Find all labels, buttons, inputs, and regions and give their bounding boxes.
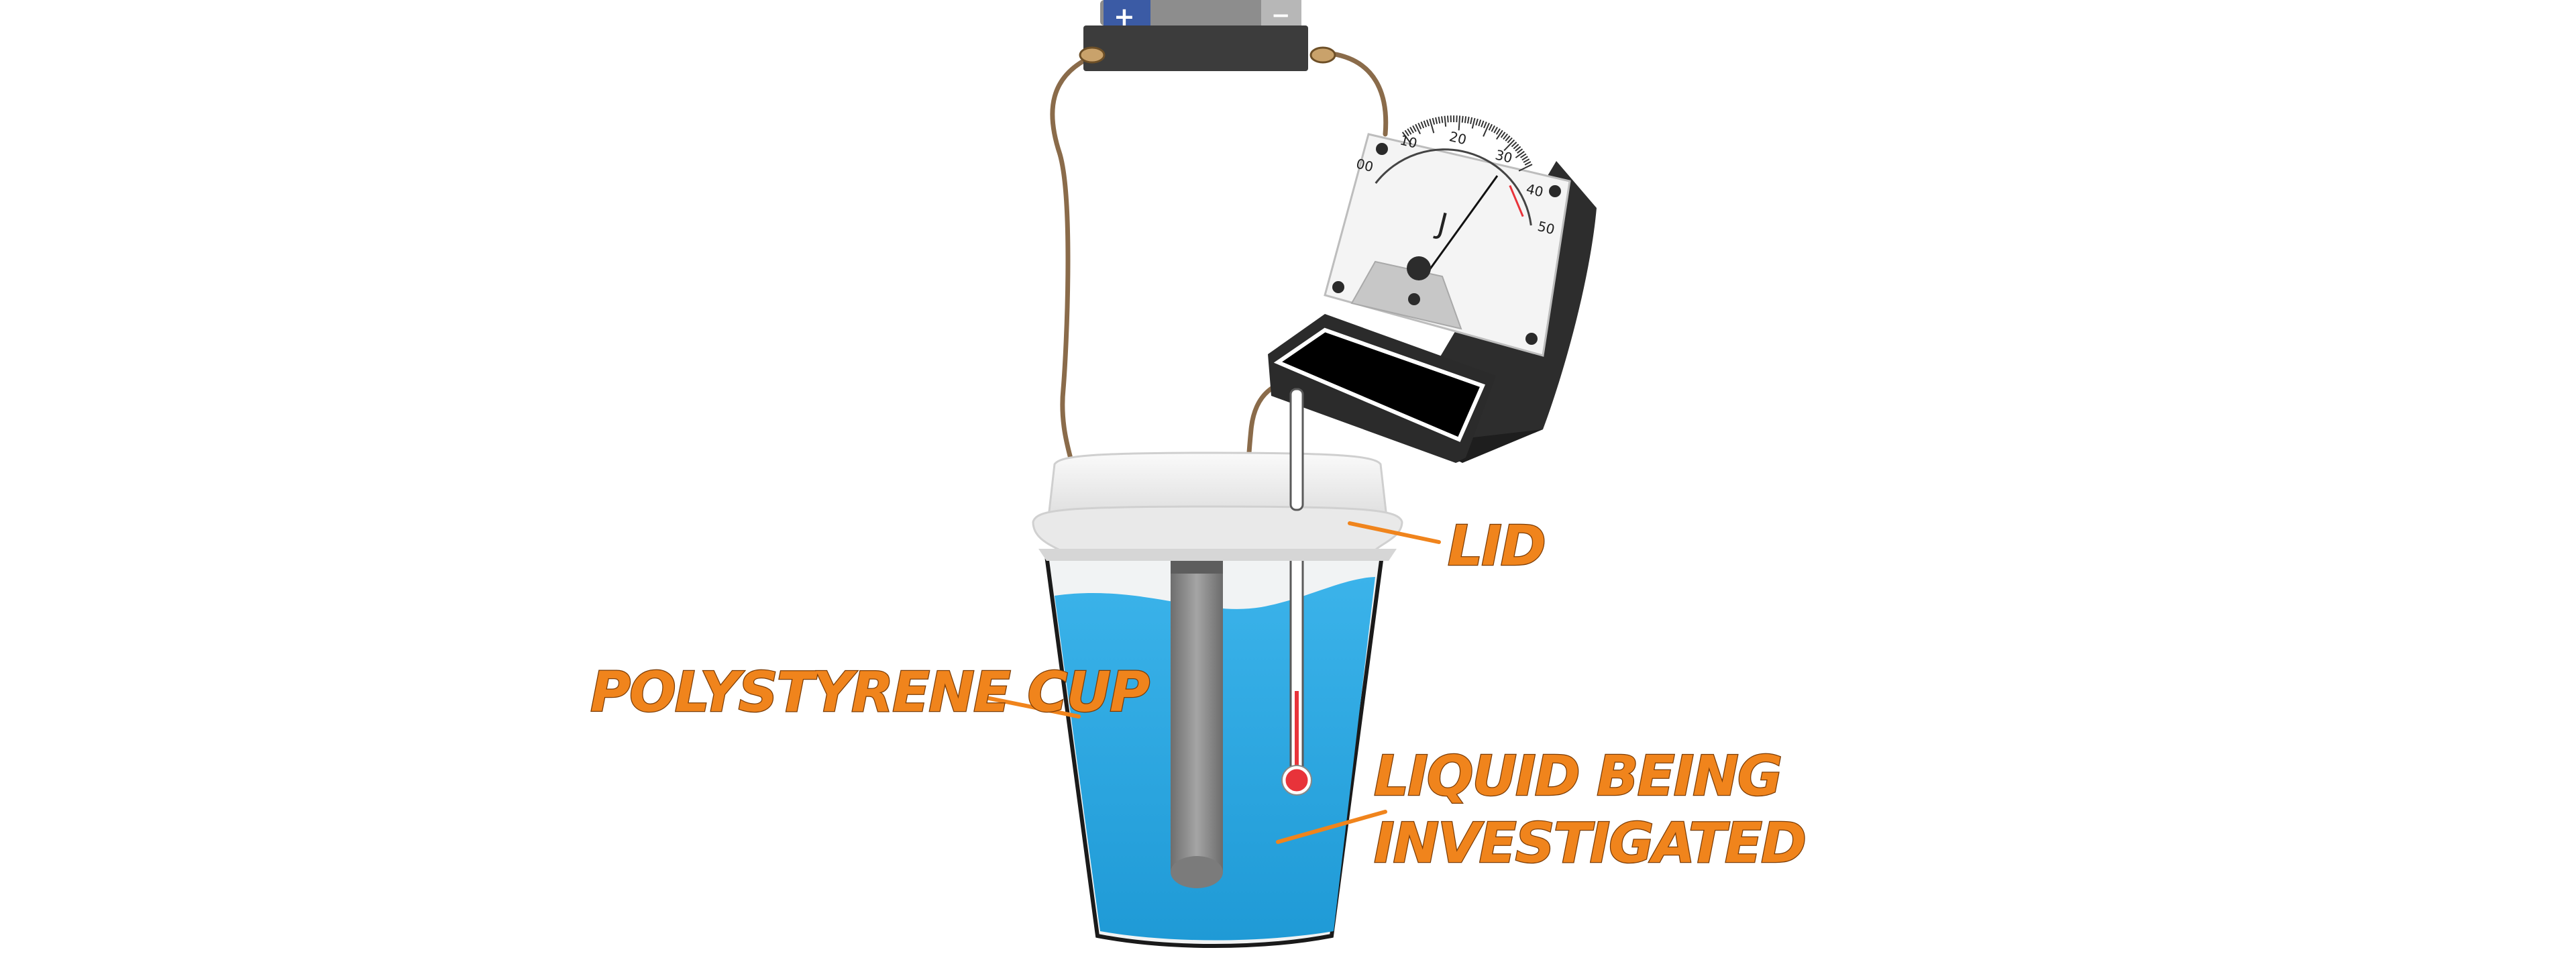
scale-tick (1453, 115, 1455, 123)
scale-tick (1435, 117, 1438, 124)
scale-tick (1523, 158, 1530, 163)
battery-negative-label: − (1271, 2, 1291, 29)
scale-tick (1466, 116, 1470, 124)
scale-label-00: 00 (1354, 156, 1375, 175)
scale-tick (1420, 121, 1425, 129)
scale-tick (1458, 115, 1461, 131)
scale-tick (1503, 139, 1515, 152)
scale-tick (1483, 121, 1487, 129)
scale-tick (1438, 116, 1441, 124)
label-polystyrene-cup: POLYSTYRENE CUP (590, 661, 1149, 725)
wire-right (1329, 51, 1389, 137)
scale-tick (1409, 127, 1414, 134)
scale-tick (1511, 142, 1517, 148)
scale-label-50: 50 (1536, 218, 1557, 237)
heater (1171, 553, 1223, 888)
scale-tick (1493, 126, 1498, 134)
scale-tick (1401, 131, 1412, 145)
scale-tick (1513, 144, 1519, 150)
scale-tick (1507, 137, 1513, 144)
scale-tick (1407, 128, 1412, 135)
wire-left (1050, 51, 1102, 489)
scale-tick (1475, 118, 1479, 126)
joulemeter: 00 10 20 30 40 50 J (1268, 115, 1597, 463)
scale-tick (1495, 128, 1501, 135)
scale-tick (1524, 161, 1532, 166)
scale-tick (1496, 129, 1503, 140)
scale-tick (1481, 120, 1485, 127)
scale-tick (1518, 164, 1533, 172)
scale-tick (1500, 131, 1506, 138)
scale-tick (1447, 115, 1449, 123)
label-lid: LID (1448, 515, 1545, 578)
scale-tick (1517, 148, 1523, 154)
scale-tick (1471, 117, 1476, 129)
scale-label-10: 10 (1399, 131, 1419, 151)
joulemeter-scale: 00 10 20 30 40 50 J (1354, 115, 1557, 242)
scale-tick (1426, 119, 1430, 127)
cup-pointer (984, 696, 1081, 718)
scale-tick (1505, 135, 1511, 142)
scale-tick (1491, 125, 1495, 132)
scale-tick (1417, 122, 1422, 129)
scale-label-20: 20 (1448, 128, 1468, 148)
scale-tick (1450, 115, 1452, 123)
scale-tick (1515, 146, 1521, 152)
scale-tick (1464, 116, 1467, 123)
scale-tick (1429, 118, 1435, 134)
joulemeter-needle (1419, 175, 1499, 282)
label-liquid-line1: LIQUID BEING (1374, 745, 1781, 808)
liquid-pointer (1276, 810, 1387, 844)
scale-tick (1520, 153, 1527, 158)
scale-label-30: 30 (1493, 146, 1514, 166)
scale-tick (1515, 150, 1525, 158)
scale-tick (1415, 123, 1421, 135)
label-lines (984, 521, 1441, 844)
lid (1032, 451, 1403, 561)
battery-positive-label: + (1114, 2, 1135, 32)
battery: + − (1079, 0, 1336, 71)
label-liquid-line2: INVESTIGATED (1374, 812, 1805, 875)
scale-tick (1444, 115, 1447, 127)
scale-tick (1461, 115, 1464, 123)
scale-tick (1521, 156, 1528, 161)
scale-tick (1488, 123, 1493, 131)
scale-tick (1483, 122, 1490, 137)
scale-tick (1404, 129, 1409, 137)
scale-tick (1412, 125, 1417, 132)
scale-tick (1456, 115, 1458, 123)
lid-pointer (1348, 521, 1441, 544)
scale-label-40: 40 (1525, 180, 1546, 200)
scale-tick (1470, 117, 1473, 124)
scale-tick (1423, 120, 1428, 127)
scale-tick (1503, 134, 1508, 140)
scale-tick (1478, 119, 1482, 127)
scale-tick (1432, 117, 1436, 125)
scale-tick (1441, 116, 1444, 123)
